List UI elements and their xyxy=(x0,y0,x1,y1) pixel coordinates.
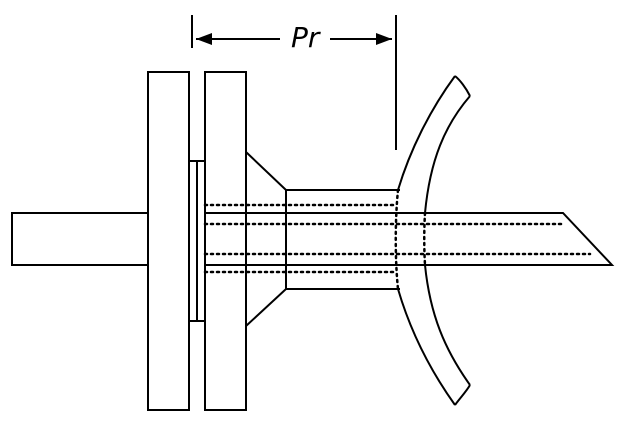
hub-lower-outline xyxy=(245,288,400,327)
tissue-outer-bottom xyxy=(397,288,456,406)
tissue-bottom-edge xyxy=(454,384,471,406)
needle-outer xyxy=(205,212,615,266)
tissue-inner-bottom xyxy=(424,264,471,386)
arrowhead-left xyxy=(196,33,212,45)
tissue-outer-top xyxy=(397,75,456,191)
left-flange-plate xyxy=(147,71,190,411)
tissue-inner-top xyxy=(424,95,471,214)
tissue-inner-hidden xyxy=(423,211,427,267)
right-flange-plate xyxy=(204,71,247,411)
left-shaft xyxy=(11,212,149,266)
tissue-outer-hidden xyxy=(394,188,400,291)
hub-upper-outline xyxy=(245,151,400,191)
tissue-top-edge xyxy=(454,75,471,97)
dimension-label: Pr xyxy=(291,21,321,54)
arrowhead-right xyxy=(376,33,392,45)
